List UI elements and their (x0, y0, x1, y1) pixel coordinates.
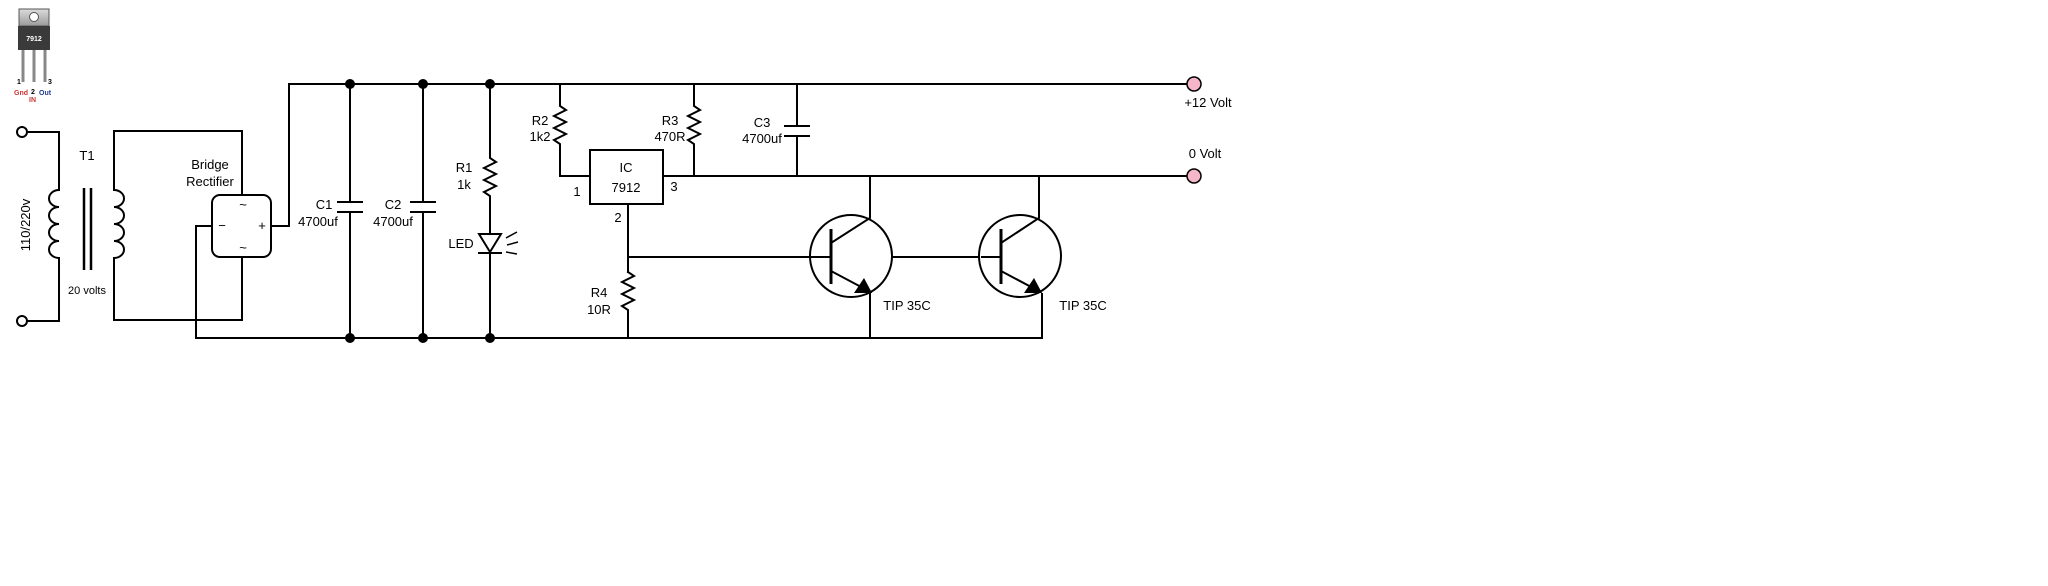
junction-dots (345, 79, 495, 343)
ic-name: IC (620, 160, 633, 175)
rails (195, 83, 1189, 339)
capacitor-c1: C1 4700uf (298, 83, 363, 339)
transistor-1: TIP 35C (809, 175, 931, 339)
package-out-label: Out (39, 90, 52, 97)
transistor-1-label: TIP 35C (883, 298, 930, 313)
rectifier-label-line1: Bridge (191, 157, 229, 172)
rectifier-ac-bottom: ~ (239, 240, 247, 255)
package-gnd-label: Gnd (14, 90, 28, 97)
output-terminals: +12 Volt 0 Volt (1184, 76, 1232, 184)
r4-value: 10R (587, 302, 611, 317)
resistor-r3: R3 470R (654, 83, 703, 177)
package-pin3-number: 3 (48, 79, 52, 86)
resistor-r4: R4 10R (587, 270, 637, 339)
rectifier-ac-top: ~ (239, 197, 247, 212)
ic-7912: IC 7912 1 2 3 (573, 149, 678, 273)
plus-12v-label: +12 Volt (1184, 95, 1232, 110)
mains-terminal-bottom (16, 315, 28, 327)
rectifier-minus: − (218, 218, 226, 233)
c2-value: 4700uf (373, 214, 413, 229)
c1-value: 4700uf (298, 214, 338, 229)
transistor-2: TIP 35C (978, 175, 1107, 339)
package-pin1-number: 1 (17, 79, 21, 86)
ic-pin1: 1 (573, 184, 580, 199)
r4-name: R4 (591, 285, 608, 300)
led: LED (448, 231, 519, 339)
r1-name: R1 (456, 160, 473, 175)
zero-volt-label: 0 Volt (1189, 146, 1222, 161)
c2-name: C2 (385, 197, 402, 212)
transistor-2-label: TIP 35C (1059, 298, 1106, 313)
transformer-secondary-label: 20 volts (68, 285, 106, 297)
zero-volt-terminal[interactable] (1186, 168, 1202, 184)
r3-name: R3 (662, 113, 679, 128)
c1-name: C1 (316, 197, 333, 212)
mains-terminal-top (16, 126, 28, 138)
r3-value: 470R (654, 129, 685, 144)
capacitor-c2: C2 4700uf (373, 83, 436, 339)
led-label: LED (448, 236, 473, 251)
regulator-package-icon: 7912 1 2 3 Gnd IN Out (14, 8, 52, 104)
ic-pin3: 3 (670, 179, 677, 194)
r2-value: 1k2 (530, 129, 551, 144)
r2-name: R2 (532, 113, 549, 128)
package-part-label: 7912 (26, 36, 42, 43)
r1-value: 1k (457, 177, 471, 192)
ic-pin2: 2 (614, 210, 621, 225)
resistor-r1: R1 1k (456, 83, 499, 235)
transformer-t1: T1 20 volts (48, 130, 243, 321)
resistor-r2: R2 1k2 (530, 83, 591, 177)
rectifier-plus: + (258, 218, 266, 233)
c3-value: 4700uf (742, 131, 782, 146)
input-voltage-label: 110/220v (18, 198, 33, 251)
package-pin2-number: 2 (31, 89, 35, 96)
package-in-label: IN (29, 97, 36, 104)
ic-part: 7912 (612, 180, 641, 195)
transformer-name: T1 (79, 148, 94, 163)
bridge-rectifier: Bridge Rectifier ~ ~ − + (186, 83, 290, 339)
capacitor-c3: C3 4700uf (742, 83, 810, 177)
plus-12v-terminal[interactable] (1186, 76, 1202, 92)
rectifier-label-line2: Rectifier (186, 174, 234, 189)
mains-input: 110/220v (16, 126, 60, 327)
c3-name: C3 (754, 115, 771, 130)
